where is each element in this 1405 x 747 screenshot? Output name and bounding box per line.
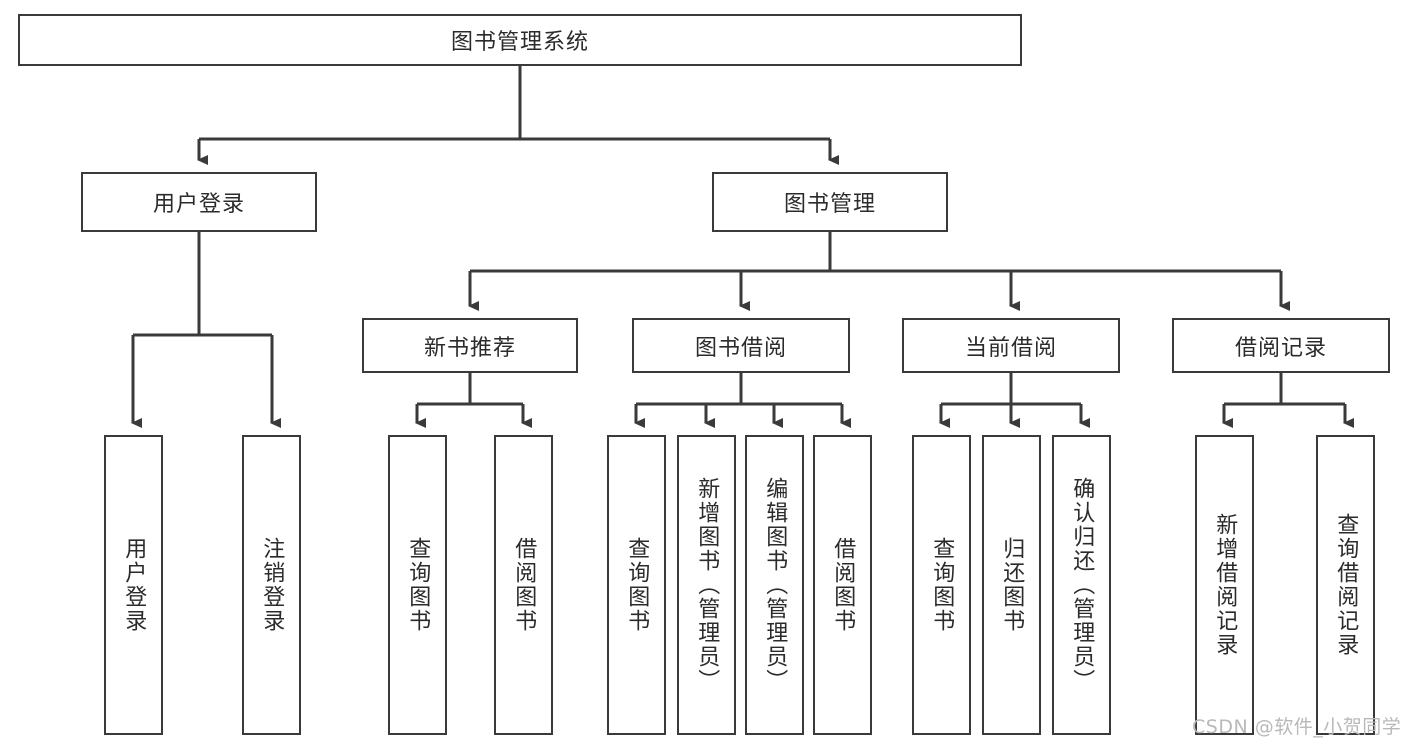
node-borrow-record-label: 借阅记录: [1234, 335, 1327, 361]
leaf-confirm-return-label: 确认归还（管理员）: [1069, 477, 1095, 693]
leaf-borrow-book-2-label: 借阅图书: [830, 537, 856, 633]
node-book-borrow-label: 图书借阅: [694, 335, 787, 361]
watermark: CSDN @软件_小贺同学: [1192, 716, 1402, 738]
leaf-query-record[interactable]: 查询借阅记录: [1316, 435, 1375, 735]
leaf-user-logout[interactable]: 注销登录: [242, 435, 301, 735]
node-user-login-label: 用户登录: [152, 192, 245, 217]
leaf-confirm-return[interactable]: 确认归还（管理员）: [1052, 435, 1111, 735]
leaf-query-book-2[interactable]: 查询图书: [607, 435, 666, 735]
node-book-management-label: 图书管理: [783, 192, 876, 217]
leaf-borrow-book-1[interactable]: 借阅图书: [494, 435, 553, 735]
leaf-edit-book-label: 编辑图书（管理员）: [762, 477, 788, 693]
leaf-add-book-label: 新增图书（管理员）: [694, 477, 720, 693]
leaf-query-book-3[interactable]: 查询图书: [912, 435, 971, 735]
node-borrow-record[interactable]: 借阅记录: [1172, 318, 1390, 373]
leaf-query-book-1-label: 查询图书: [405, 537, 431, 633]
leaf-user-login[interactable]: 用户登录: [104, 435, 163, 735]
leaf-query-book-3-label: 查询图书: [929, 537, 955, 633]
node-root[interactable]: 图书管理系统: [18, 14, 1022, 66]
leaf-query-book-1[interactable]: 查询图书: [388, 435, 447, 735]
leaf-add-book[interactable]: 新增图书（管理员）: [677, 435, 736, 735]
leaf-borrow-book-2[interactable]: 借阅图书: [813, 435, 872, 735]
node-root-label: 图书管理系统: [450, 30, 589, 55]
leaf-return-book[interactable]: 归还图书: [982, 435, 1041, 735]
leaf-add-record[interactable]: 新增借阅记录: [1195, 435, 1254, 735]
leaf-edit-book[interactable]: 编辑图书（管理员）: [745, 435, 804, 735]
leaf-borrow-book-1-label: 借阅图书: [511, 537, 537, 633]
node-book-borrow[interactable]: 图书借阅: [632, 318, 850, 373]
node-new-book-recommend-label: 新书推荐: [423, 335, 516, 361]
node-book-management[interactable]: 图书管理: [712, 172, 948, 232]
leaf-user-logout-label: 注销登录: [259, 537, 285, 633]
node-current-borrow[interactable]: 当前借阅: [902, 318, 1120, 373]
node-new-book-recommend[interactable]: 新书推荐: [362, 318, 578, 373]
leaf-user-login-label: 用户登录: [121, 537, 147, 633]
node-user-login[interactable]: 用户登录: [81, 172, 317, 232]
leaf-return-book-label: 归还图书: [999, 537, 1025, 633]
node-current-borrow-label: 当前借阅: [964, 335, 1057, 361]
leaf-query-book-2-label: 查询图书: [624, 537, 650, 633]
leaf-add-record-label: 新增借阅记录: [1212, 513, 1238, 657]
leaf-query-record-label: 查询借阅记录: [1333, 513, 1359, 657]
